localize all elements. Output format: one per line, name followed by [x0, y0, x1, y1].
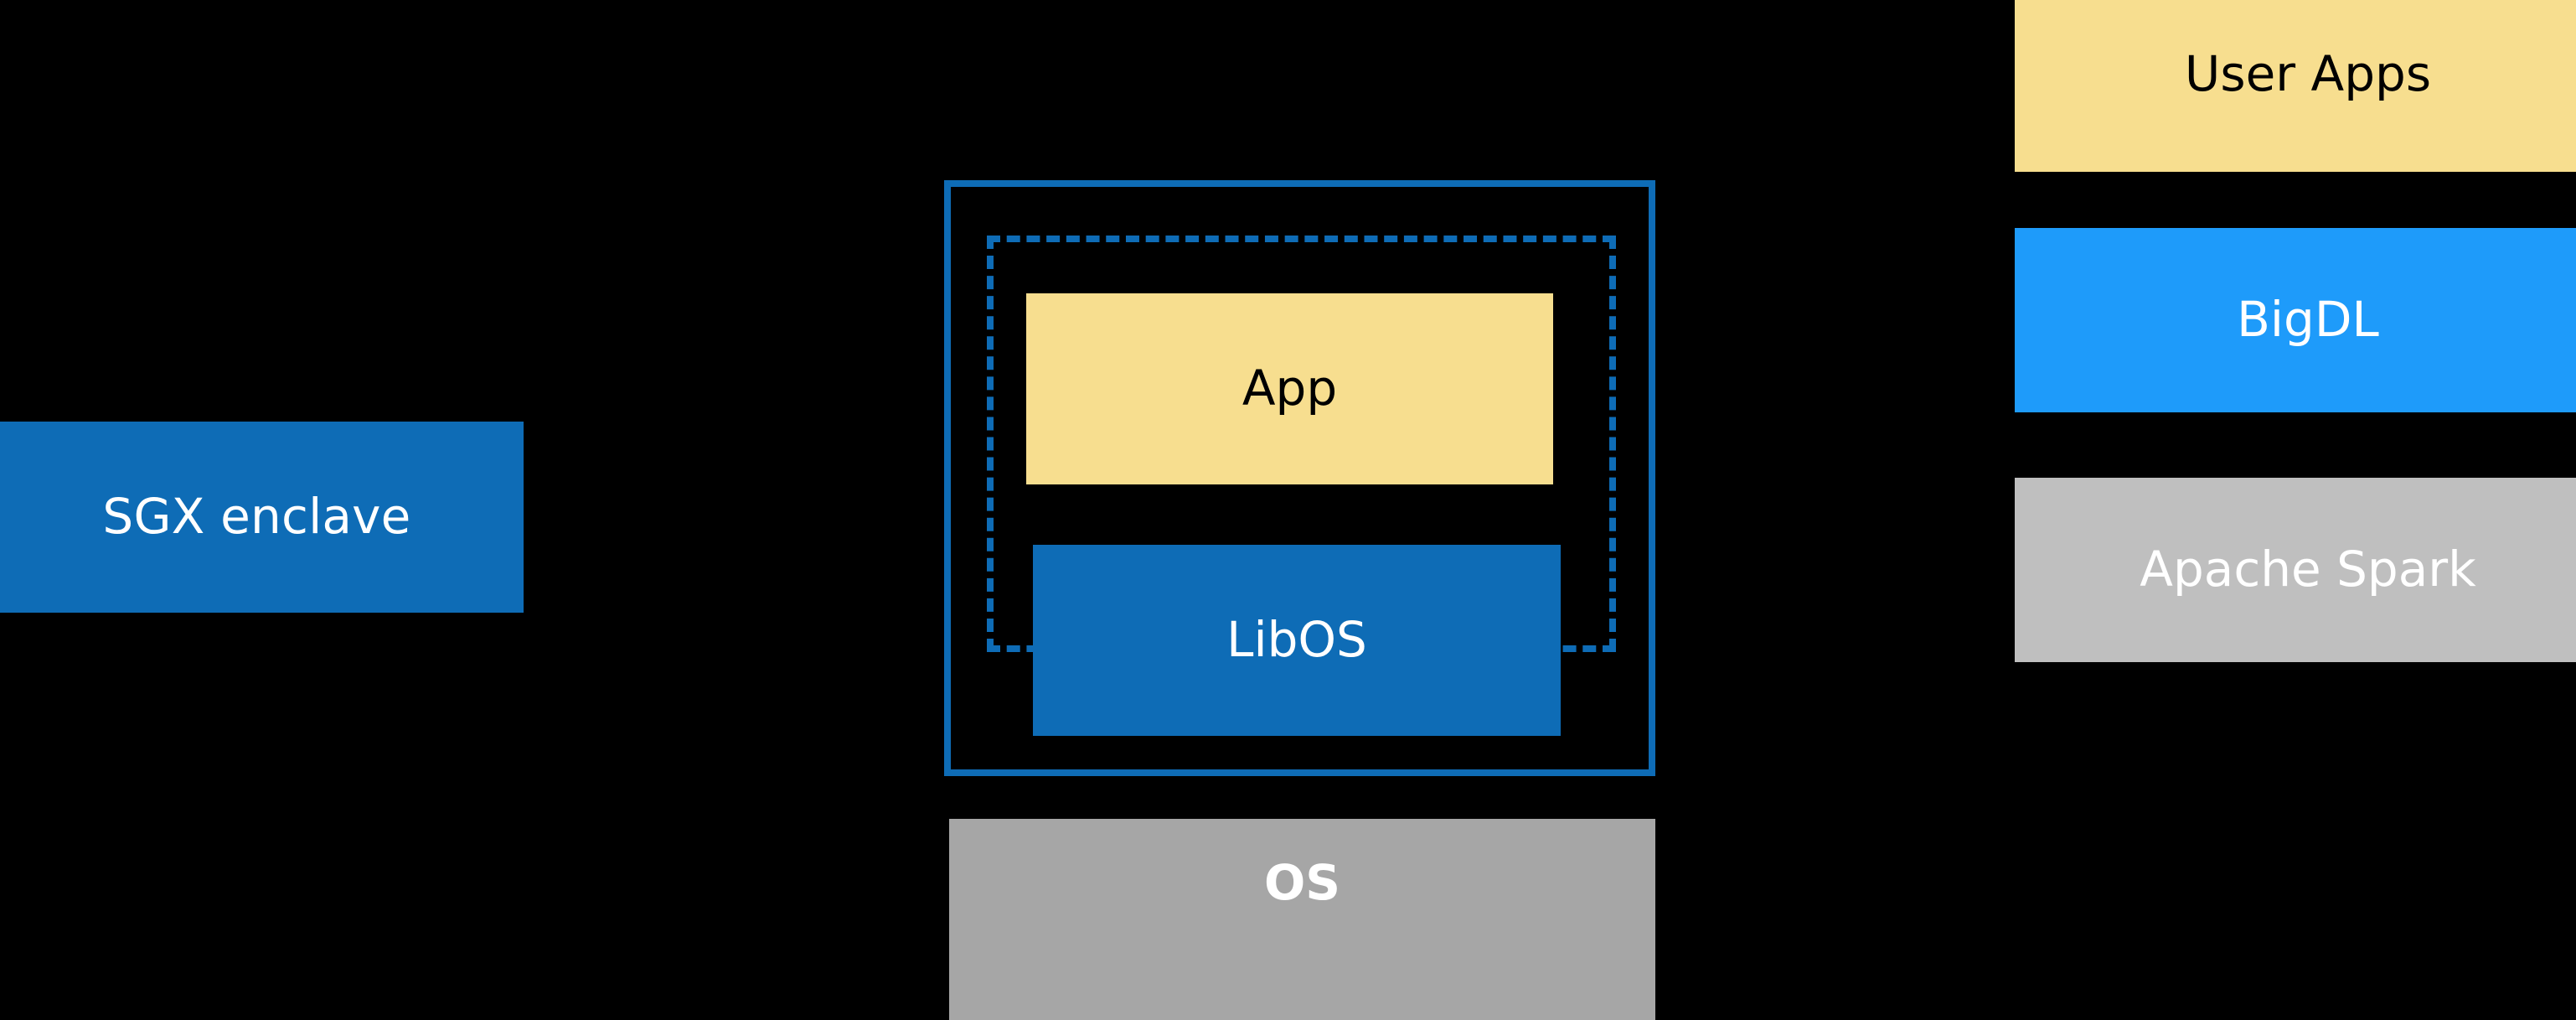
user-apps-box[interactable]: User Apps — [2015, 0, 2576, 172]
bigdl-box[interactable]: BigDL — [2015, 228, 2576, 412]
bigdl-label: BigDL — [2237, 291, 2379, 349]
apache-spark-box[interactable]: Apache Spark — [2015, 478, 2576, 662]
sgx-enclave-box[interactable]: SGX enclave — [0, 422, 524, 613]
sgx-enclave-label: SGX enclave — [102, 488, 411, 546]
os-box[interactable]: OS — [949, 819, 1655, 1020]
user-apps-label: User Apps — [2184, 44, 2432, 102]
libos-box[interactable]: LibOS — [1033, 545, 1561, 736]
apache-spark-label: Apache Spark — [2140, 541, 2476, 598]
os-label: OS — [1263, 854, 1341, 911]
app-label: App — [1242, 360, 1338, 417]
connector-sgx-to-enclave-frame — [524, 508, 941, 523]
enclave-frame[interactable] — [944, 180, 1655, 776]
libos-label: LibOS — [1226, 611, 1367, 669]
app-box[interactable]: App — [1026, 293, 1553, 484]
